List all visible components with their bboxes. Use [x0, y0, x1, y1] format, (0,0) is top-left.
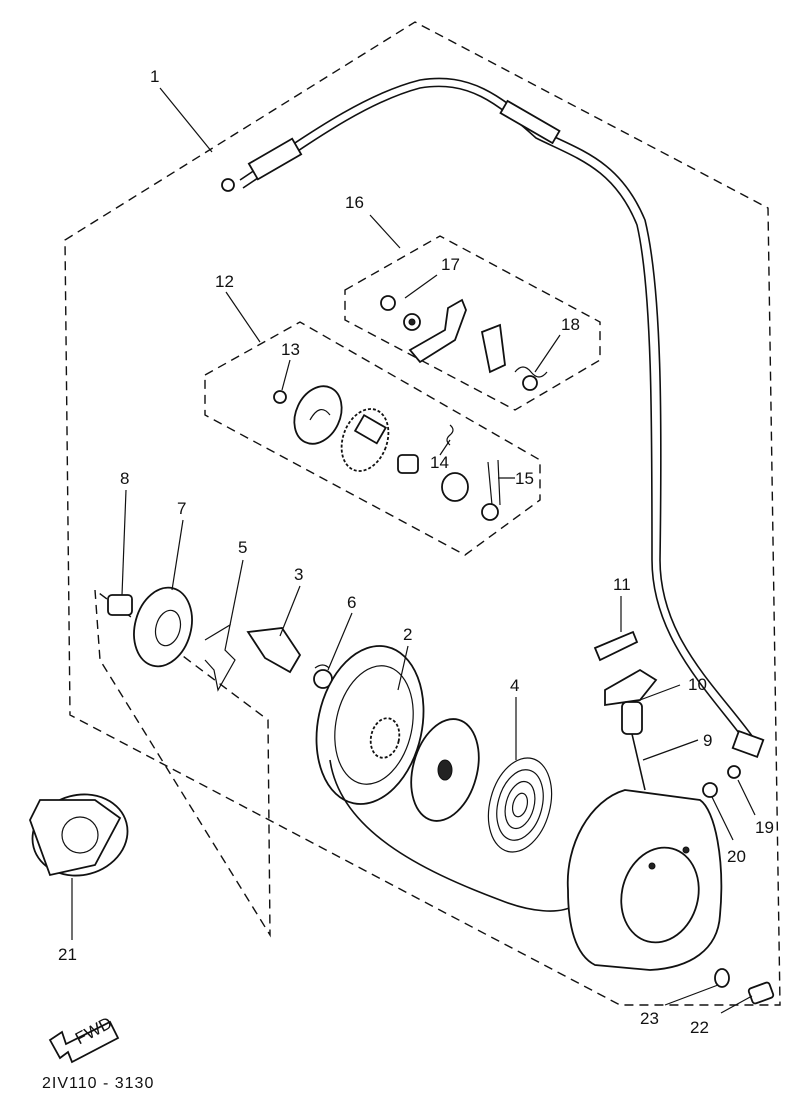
part-18-spring: [514, 366, 548, 391]
callout-4: 4: [510, 676, 519, 695]
part-9-starter-rope: [631, 733, 646, 791]
part-12-collar: [397, 454, 419, 474]
part-11-plate: [593, 630, 639, 662]
part-12-boss: [441, 472, 469, 502]
callout-11: 11: [613, 575, 631, 594]
part-17-circlip: [380, 295, 421, 331]
drawing-code: 2IV110 - 3130: [42, 1075, 154, 1092]
part-23-washer: [714, 968, 730, 988]
group-left-boundary: [94, 588, 271, 938]
callout-1: 1: [150, 67, 159, 86]
part-12-cam-plate: [293, 385, 343, 445]
part-5-spring-clip: [204, 623, 236, 692]
fwd-arrow-icon: FWD: [48, 1013, 120, 1064]
callout-19: 19: [755, 818, 774, 837]
callout-12: 12: [215, 272, 234, 291]
callout-8: 8: [120, 469, 129, 488]
callout-14: 14: [430, 453, 449, 472]
callout-10: 10: [688, 675, 707, 694]
assembly-1-boundary: [64, 21, 781, 1006]
callout-17: 17: [441, 255, 460, 274]
part-15-spring: [481, 459, 501, 521]
callout-9: 9: [703, 731, 712, 750]
callout-3: 3: [294, 565, 303, 584]
callout-2: 2: [403, 625, 412, 644]
callout-15: 15: [515, 469, 534, 488]
part-4-recoil-spring: [487, 757, 553, 853]
part-16-lever: [408, 298, 506, 374]
recoil-starter-housing: [566, 789, 723, 971]
part-8-nut: [107, 594, 133, 616]
callout-7: 7: [177, 499, 186, 518]
callout-13: 13: [281, 340, 300, 359]
group-12-boundary: [204, 321, 541, 556]
callout-5: 5: [238, 538, 247, 557]
part-10-starter-handle: [604, 668, 658, 735]
group-16-boundary: [344, 235, 601, 411]
callout-18: 18: [561, 315, 580, 334]
callout-16: 16: [345, 193, 364, 212]
part-12-gear: [340, 408, 390, 472]
callout-22: 22: [690, 1018, 709, 1037]
part-7-pulley: [133, 586, 193, 668]
part-4-spring-cover: [410, 718, 480, 822]
callout-6: 6: [347, 593, 356, 612]
part-14-spring: [446, 424, 454, 446]
choke-cable: [221, 77, 765, 759]
part-13-circlip: [273, 390, 287, 404]
leader-lines: [71, 87, 756, 1014]
part-3-pawl: [246, 627, 302, 674]
callout-21: 21: [58, 945, 77, 964]
callout-23: 23: [640, 1009, 659, 1028]
part-2-recoil-reel: [315, 645, 576, 912]
part-19-nut: [727, 765, 741, 779]
callout-20: 20: [727, 847, 746, 866]
part-22-bolt: [747, 981, 775, 1005]
part-20-washer: [702, 782, 718, 798]
part-21-drive-pulley: [29, 793, 129, 877]
